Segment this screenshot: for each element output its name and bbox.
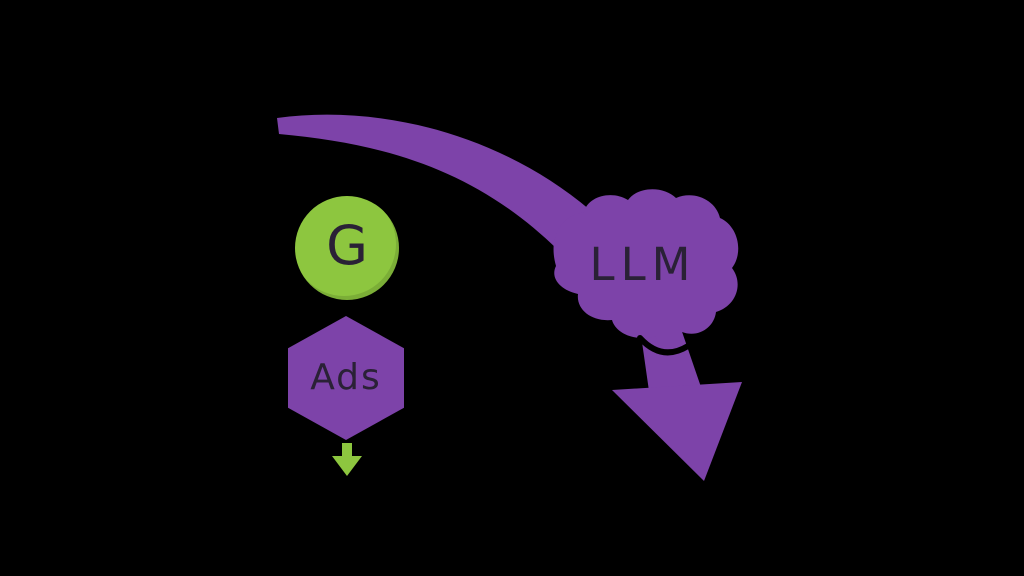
arrow-head-icon — [612, 382, 742, 481]
google-circle-badge: G — [295, 196, 399, 300]
down-arrow-shape — [332, 443, 362, 476]
llm-label: LLM — [590, 238, 697, 291]
brain-arrow-notch — [637, 335, 691, 356]
ads-label: Ads — [310, 357, 382, 398]
arrow-shaft — [640, 320, 702, 398]
brain-icon — [553, 189, 739, 356]
down-arrow-icon — [332, 443, 362, 476]
google-g-label: G — [326, 214, 368, 277]
